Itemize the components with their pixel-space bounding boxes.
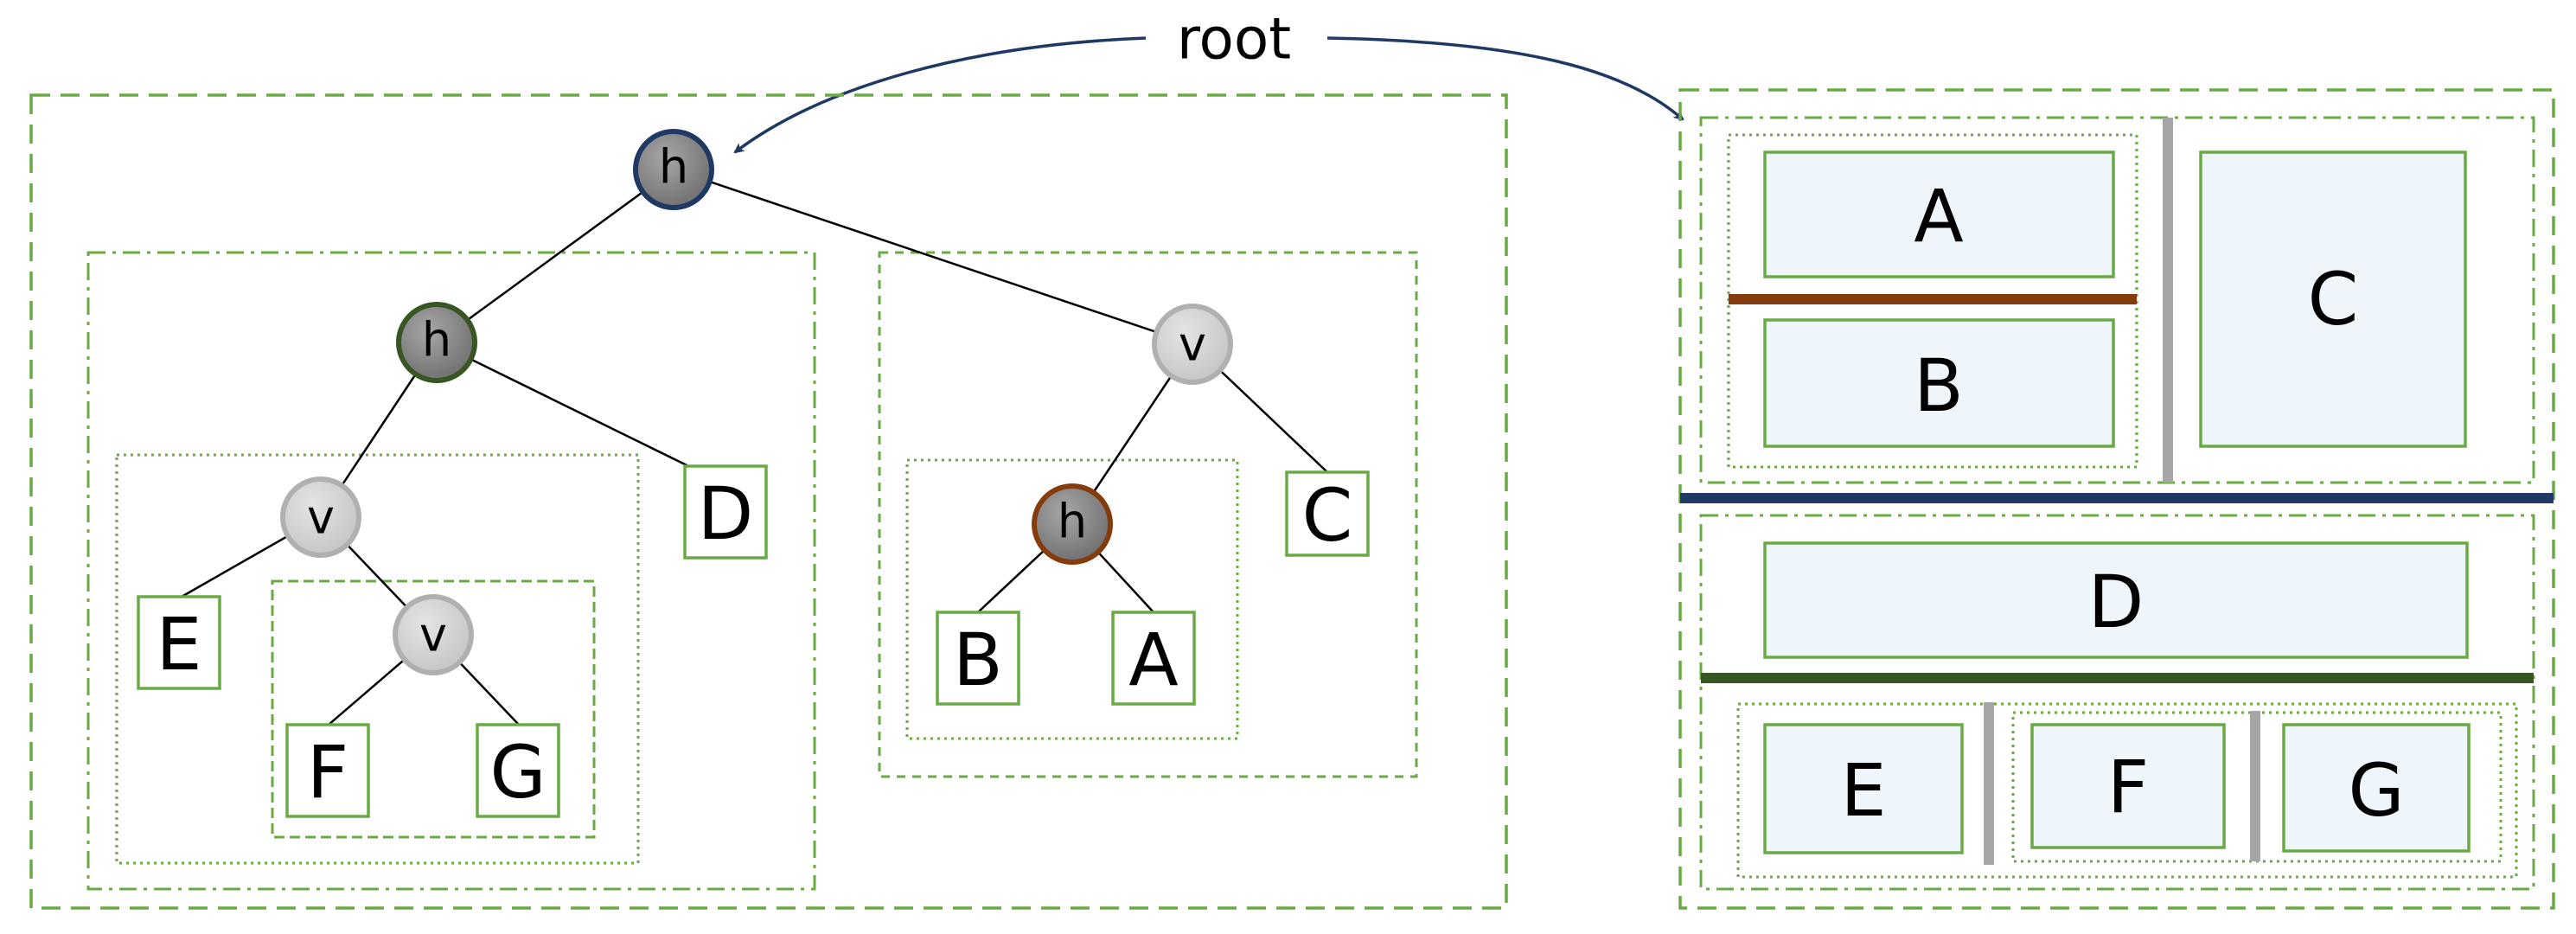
layout-pane-c: C xyxy=(2199,150,2467,448)
llr-subtree-frame xyxy=(271,579,596,839)
root-subtree-frame xyxy=(29,93,1508,910)
tree-node-rl: h xyxy=(1032,483,1113,565)
tree-leaf-f-label: F xyxy=(307,730,348,815)
tree-leaf-a: A xyxy=(1111,611,1196,706)
tree-node-right-label: v xyxy=(1179,317,1206,372)
layout-efg-frame xyxy=(1736,702,2518,879)
layout-pane-d-label: D xyxy=(2088,560,2145,644)
tree-leaf-e: E xyxy=(137,595,221,690)
root-arrow-to-tree xyxy=(733,36,1147,154)
tree-node-left: h xyxy=(396,302,477,383)
layout-pane-f-label: F xyxy=(2107,745,2149,829)
edge-left-d xyxy=(436,341,726,486)
tree-node-llr-label: v xyxy=(419,608,447,662)
tree-node-right: v xyxy=(1152,304,1233,385)
layout-top-frame xyxy=(1699,116,2535,484)
tree-node-root-label: h xyxy=(659,140,688,195)
tree-leaf-c: C xyxy=(1285,470,1370,558)
layout-pane-a: A xyxy=(1763,150,2115,278)
edge-root-right xyxy=(673,168,1193,346)
layout-pane-g: G xyxy=(2282,723,2471,853)
tree-leaf-g-label: G xyxy=(489,730,546,815)
tree-leaf-f: F xyxy=(285,723,370,818)
layout-pane-e-label: E xyxy=(1840,748,1886,833)
tree-leaf-d-label: D xyxy=(698,471,754,556)
tree-leaf-c-label: C xyxy=(1302,473,1353,558)
root-label: root xyxy=(1177,6,1291,73)
tree-node-ll: v xyxy=(280,477,361,558)
tree-node-ll-label: v xyxy=(307,490,335,545)
tree-leaf-a-label: A xyxy=(1128,617,1178,702)
layout-pane-g-label: G xyxy=(2348,748,2404,833)
tree-leaf-e-label: E xyxy=(156,602,201,687)
right-subtree-frame xyxy=(878,251,1418,778)
layout-pane-b: B xyxy=(1763,318,2115,448)
tree-node-rl-label: h xyxy=(1058,495,1087,549)
tree-leaf-g: G xyxy=(476,723,560,818)
tree-leaf-b-label: B xyxy=(953,617,1003,702)
edge-root-left xyxy=(436,168,674,344)
tree-node-left-label: h xyxy=(422,313,451,368)
tree-leaf-d: D xyxy=(683,464,768,560)
tree-node-root: h xyxy=(633,129,714,210)
root-arrow-to-layout xyxy=(1326,36,1684,121)
layout-pane-c-label: C xyxy=(2308,257,2359,342)
tree-node-llr: v xyxy=(393,594,474,675)
layout-pane-f: F xyxy=(2030,723,2226,849)
layout-bottom-frame xyxy=(1699,514,2535,891)
left-subtree-frame xyxy=(86,251,816,891)
layout-pane-b-label: B xyxy=(1914,343,1964,428)
layout-pane-e: E xyxy=(1763,723,1964,854)
ll-subtree-frame xyxy=(115,453,640,865)
layout-pane-a-label: A xyxy=(1914,174,1963,259)
layout-pane-d: D xyxy=(1763,541,2469,659)
tree-leaf-b: B xyxy=(936,611,1020,706)
